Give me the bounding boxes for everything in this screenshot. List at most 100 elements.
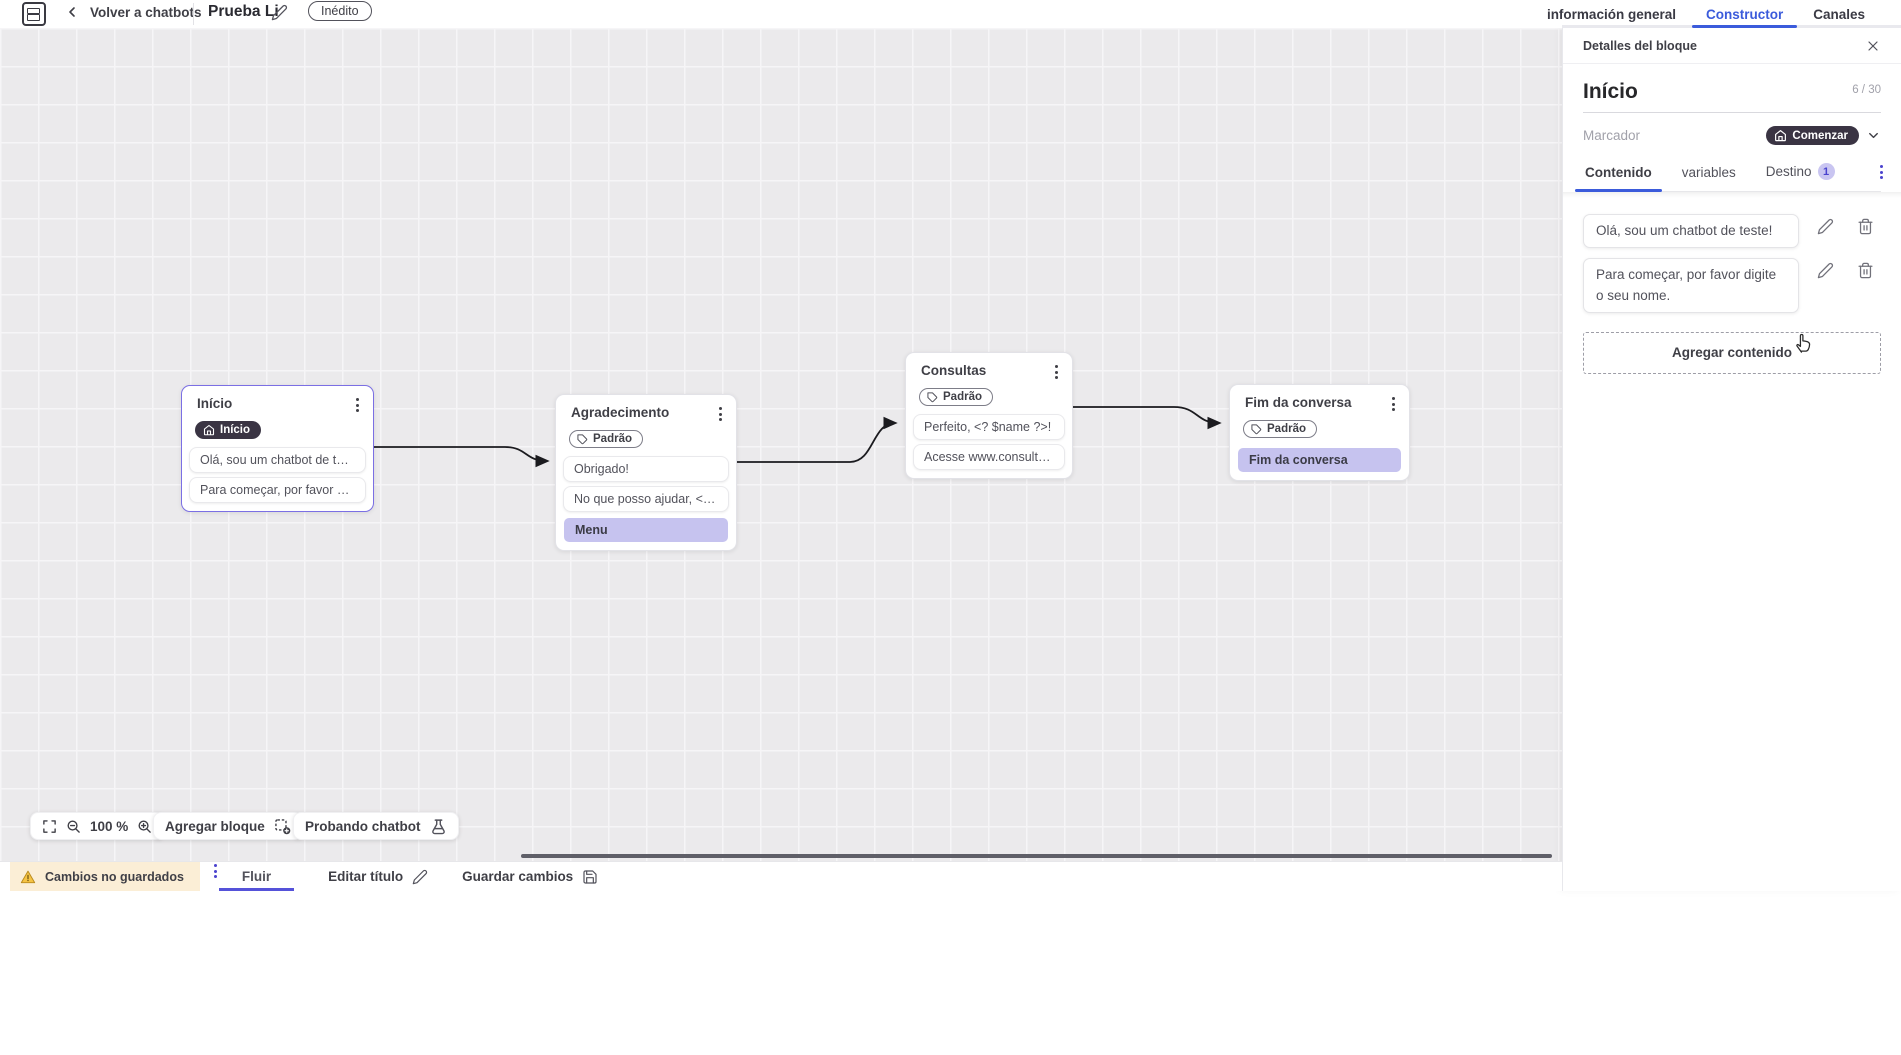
zoom-in-icon[interactable] (137, 819, 152, 834)
edit-title-label: Editar título (328, 869, 404, 884)
badge-label: Início (220, 424, 251, 436)
wire-consultas-fim (1073, 406, 1222, 430)
zoom-out-icon[interactable] (66, 819, 81, 834)
tab-label: Contenido (1585, 165, 1652, 180)
flow-canvas[interactable]: Início Início Olá, sou um chatbot de tes… (0, 28, 1562, 861)
edit-title-icon[interactable] (271, 4, 288, 21)
tab-canales[interactable]: Canales (1813, 6, 1865, 22)
tab-variables[interactable]: variables (1680, 165, 1738, 191)
top-bar: Volver a chatbots Prueba Li Inédito info… (0, 0, 1901, 28)
zoom-level: 100 % (90, 818, 129, 834)
block-row[interactable]: Olá, sou um chatbot de teste! (189, 447, 366, 473)
save-changes-label: Guardar cambios (462, 869, 574, 884)
badge-label: Padrão (1267, 423, 1306, 435)
block-menu-icon[interactable] (1053, 363, 1060, 381)
block-marker-badge: Início (195, 421, 262, 439)
panel-menu-icon[interactable] (1878, 163, 1885, 181)
block-row[interactable]: Acesse www.consultas.com par... (913, 443, 1065, 470)
tab-contenido[interactable]: Contenido (1575, 165, 1662, 192)
tab-label: variables (1681, 165, 1736, 180)
tag-icon (577, 433, 588, 445)
destino-count-badge: 1 (1817, 163, 1835, 180)
badge-label: Padrão (943, 391, 982, 403)
block-title: Início (197, 396, 233, 411)
flask-icon (430, 818, 447, 835)
block-type-badge: Padrão (1243, 420, 1317, 438)
add-block-button[interactable]: Agregar bloque (153, 812, 303, 840)
marker-value: Comenzar (1792, 129, 1848, 142)
add-content-button[interactable]: Agregar contenido (1583, 331, 1881, 374)
tab-fluir[interactable]: Fluir (218, 862, 295, 891)
add-block-label: Agregar bloque (165, 818, 265, 834)
block-count: 6 / 30 (1852, 84, 1881, 96)
block-type-badge: Padrão (569, 430, 643, 448)
chevron-left-icon (64, 4, 80, 20)
block-menu-icon[interactable] (354, 396, 361, 414)
block-row-menu[interactable]: Menu (564, 517, 728, 542)
flow-block-inicio[interactable]: Início Início Olá, sou um chatbot de tes… (181, 385, 374, 512)
block-menu-icon[interactable] (1390, 395, 1397, 413)
close-icon[interactable] (1865, 38, 1881, 54)
block-type-badge: Padrão (919, 388, 993, 406)
add-block-icon (274, 818, 291, 835)
status-badge: Inédito (308, 1, 372, 21)
status-bar: Cambios no guardados Fluir Editar título… (0, 861, 1562, 891)
pencil-icon (412, 869, 428, 885)
block-title: Fim da conversa (1245, 395, 1352, 410)
edit-content-icon[interactable] (1817, 218, 1834, 235)
flow-block-fim-da-conversa[interactable]: Fim da conversa Padrão Fim da conversa (1229, 384, 1410, 481)
marker-label: Marcador (1583, 128, 1641, 143)
tab-informacion-general[interactable]: información general (1546, 6, 1676, 22)
panel-title: Detalles del bloque (1583, 39, 1697, 53)
back-to-chatbots-button[interactable]: Volver a chatbots (64, 4, 202, 20)
unsaved-changes-chip: Cambios no guardados (10, 862, 200, 891)
home-icon (203, 424, 215, 436)
edit-title-button[interactable]: Editar título (328, 862, 428, 891)
block-row[interactable]: Obrigado! (563, 455, 729, 482)
flow-block-agradecimento[interactable]: Agradecimento Padrão Obrigado! No que po… (555, 394, 737, 551)
badge-label: Padrão (593, 433, 632, 445)
flow-menu-icon[interactable] (212, 862, 219, 891)
wire-agradecimento-consultas (737, 416, 898, 463)
tag-icon (927, 391, 938, 403)
horizontal-scrollbar[interactable] (521, 854, 1552, 858)
home-icon (1774, 129, 1787, 142)
warning-icon (20, 869, 36, 885)
tab-destino[interactable]: Destino 1 (1764, 163, 1837, 191)
tag-icon (1251, 423, 1262, 435)
tab-label: Destino (1765, 164, 1812, 179)
unsaved-label: Cambios no guardados (45, 869, 184, 884)
selected-block-name: Início (1583, 80, 1638, 103)
topbar-tabs: información general Constructor Canales (1547, 0, 1865, 28)
edit-content-icon[interactable] (1817, 262, 1834, 279)
content-item: Olá, sou um chatbot de teste! (1583, 214, 1883, 249)
chevron-down-icon[interactable] (1866, 128, 1881, 143)
block-row[interactable]: Perfeito, <? $name ?>! (913, 413, 1065, 440)
delete-content-icon[interactable] (1857, 262, 1874, 279)
tab-constructor[interactable]: Constructor (1691, 0, 1798, 28)
save-changes-button[interactable]: Guardar cambios (462, 862, 598, 891)
topbar-divider (193, 3, 194, 25)
wire-inicio-agradecimento (374, 446, 550, 468)
flow-tab-label: Fluir (241, 869, 272, 884)
block-title: Agradecimento (571, 405, 670, 420)
back-label: Volver a chatbots (90, 4, 202, 20)
block-row[interactable]: Para começar, por favor digite o ... (189, 477, 366, 503)
title-divider (1583, 112, 1881, 113)
content-text-card[interactable]: Para começar, por favor digite o seu nom… (1583, 258, 1799, 313)
flow-block-consultas[interactable]: Consultas Padrão Perfeito, <? $name ?>! … (905, 352, 1073, 479)
block-row[interactable]: No que posso ajudar, <? $name ... (563, 485, 729, 512)
save-icon (582, 869, 598, 885)
panel-tabs: Contenido variables Destino 1 (1575, 145, 1883, 192)
delete-content-icon[interactable] (1857, 218, 1874, 235)
zoom-controls: 100 % (30, 812, 165, 840)
marker-value-pill[interactable]: Comenzar (1766, 126, 1859, 145)
block-details-panel: Detalles del bloque Início 6 / 30 Marcad… (1562, 28, 1901, 891)
block-title: Consultas (921, 363, 987, 378)
test-chatbot-button[interactable]: Probando chatbot (293, 812, 459, 840)
block-row-end[interactable]: Fim da conversa (1238, 447, 1401, 472)
content-item: Para começar, por favor digite o seu nom… (1583, 258, 1883, 313)
block-menu-icon[interactable] (717, 405, 724, 423)
fullscreen-icon[interactable] (42, 819, 57, 834)
content-text-card[interactable]: Olá, sou um chatbot de teste! (1583, 214, 1799, 249)
